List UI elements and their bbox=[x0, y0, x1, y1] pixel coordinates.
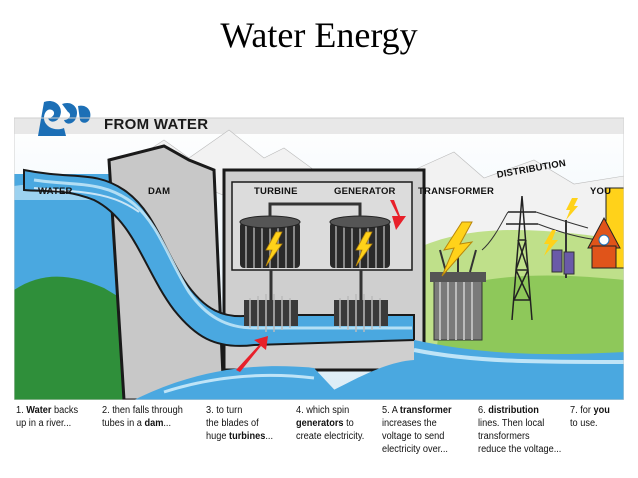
caption-step-5: 5. A transformer increases the voltage t… bbox=[382, 405, 452, 455]
lightning-bolt-icon bbox=[566, 198, 578, 220]
caption-step-6: 6. distribution lines. Then local transf… bbox=[478, 405, 562, 455]
caption-step-3: 3. to turn the blades of huge turbines..… bbox=[206, 405, 274, 442]
hill-left bbox=[14, 276, 134, 400]
lightning-bolt-icon bbox=[544, 230, 558, 256]
label-you: YOU bbox=[590, 186, 612, 197]
label-generator: GENERATOR bbox=[334, 186, 396, 197]
banner-title: FROM WATER bbox=[104, 116, 209, 133]
lightning-bolt-icon bbox=[441, 221, 474, 277]
turbine-1 bbox=[244, 270, 298, 332]
turbine-2 bbox=[334, 270, 388, 332]
river bbox=[314, 340, 624, 400]
distribution-tower bbox=[506, 195, 538, 321]
arrow-icon bbox=[390, 200, 406, 230]
label-dam: DAM bbox=[148, 186, 171, 197]
banner-bar bbox=[14, 118, 624, 134]
caption-step-2: 2. then falls through tubes in a dam... bbox=[102, 405, 183, 429]
label-transformer: TRANSFORMER bbox=[418, 186, 495, 197]
caption-step-4: 4. which spin generators to create elect… bbox=[296, 405, 365, 442]
house-icon bbox=[587, 187, 624, 269]
label-water: WATER bbox=[38, 186, 73, 197]
arrow-icon bbox=[236, 336, 268, 372]
hydro-diagram bbox=[14, 100, 624, 400]
label-turbine: TURBINE bbox=[254, 186, 298, 197]
step-captions: 1. Water backs up in a river... 2. then … bbox=[16, 404, 628, 474]
caption-step-1: 1. Water backs up in a river... bbox=[16, 405, 79, 429]
lightning-bolt-icon bbox=[355, 231, 373, 267]
caption-step-7: 7. for you to use. bbox=[570, 405, 610, 429]
lightning-bolt-icon bbox=[265, 231, 283, 267]
slide-title: Water Energy bbox=[220, 15, 418, 55]
